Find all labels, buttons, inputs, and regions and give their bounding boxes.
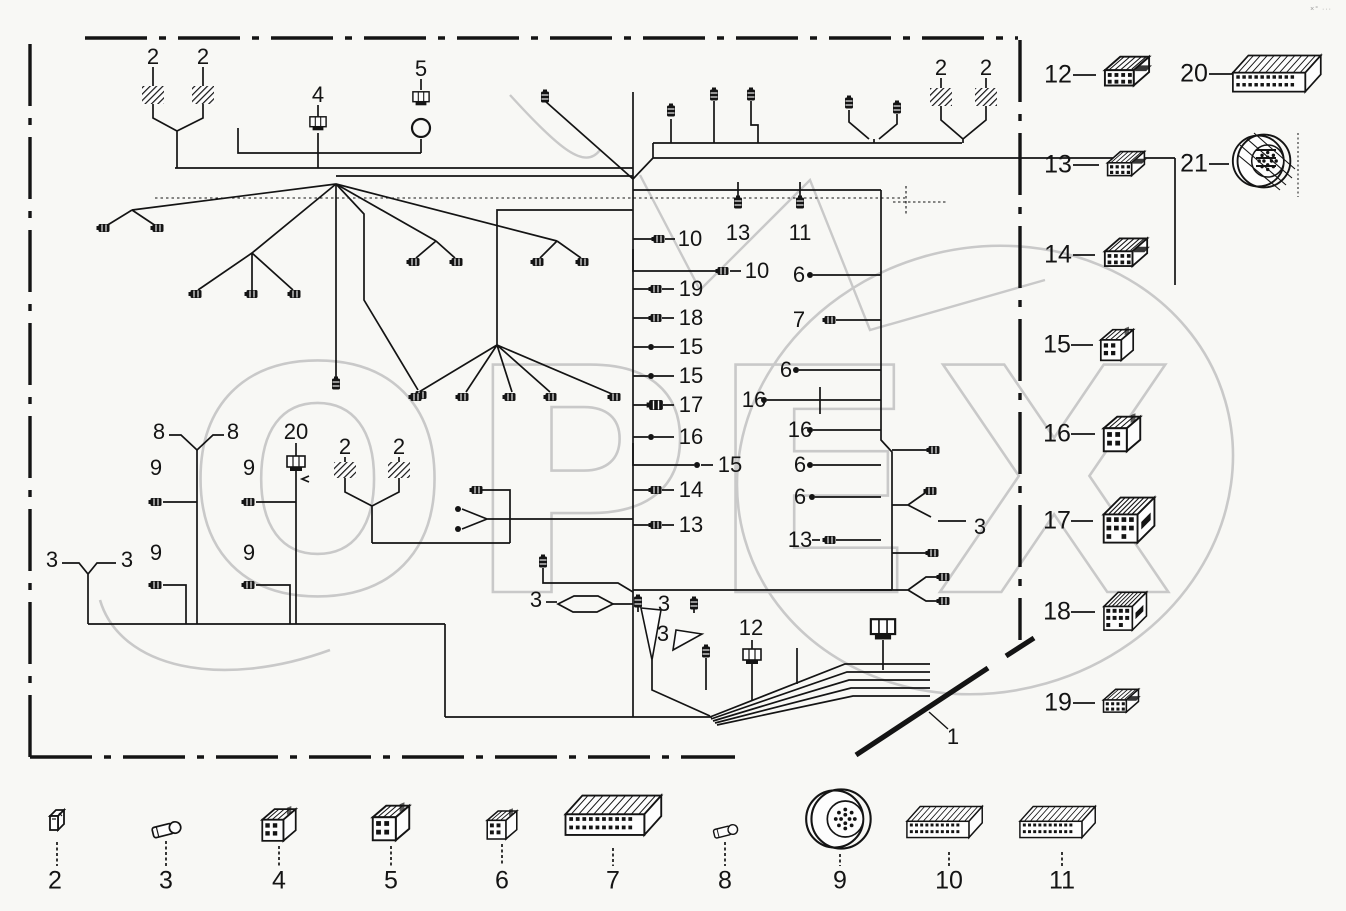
callout-label: 2	[338, 434, 352, 459]
callout-label: 4	[311, 82, 325, 107]
callout-label-harness: 1	[946, 724, 960, 749]
bottom-row-leaders	[56, 841, 1063, 866]
callout-label: 3	[529, 587, 543, 612]
callout-label: 13	[725, 220, 751, 245]
harness-outline-thick	[854, 635, 1036, 758]
part-number-2: 2	[48, 866, 62, 895]
right-column-icons	[1099, 54, 1322, 713]
callout-label: 9	[149, 455, 163, 480]
callout-label: 15	[678, 363, 704, 388]
callout-label: 13	[787, 527, 813, 552]
callout-label: 15	[717, 452, 743, 477]
part-number-20: 20	[1180, 59, 1208, 88]
callout-label: 6	[792, 262, 806, 287]
connector-6-icon	[486, 807, 518, 840]
part-number-6: 6	[495, 866, 509, 895]
part-number-14: 14	[1044, 240, 1072, 269]
part-number-19: 19	[1044, 688, 1072, 717]
watermark-layer: OPEX	[98, 94, 1235, 696]
connector-13-icon	[1106, 150, 1148, 177]
callout-label: 2	[934, 55, 948, 80]
callout-label: 8	[226, 419, 240, 444]
callout-label: 16	[741, 387, 767, 412]
callout-label: 2	[146, 44, 160, 69]
connector-5-icon	[371, 801, 411, 842]
callout-1-leader	[928, 711, 949, 730]
part-number-15: 15	[1043, 330, 1071, 359]
connector-10-icon	[906, 805, 984, 839]
callout-label: 9	[149, 540, 163, 565]
watermark-text: OPEX	[185, 302, 1189, 666]
connector-7-icon	[564, 794, 663, 836]
connector-20-icon	[1231, 54, 1322, 93]
part-number-5: 5	[384, 866, 398, 895]
right-column-leaders	[1071, 73, 1234, 704]
callout-label: 6	[793, 452, 807, 477]
part-number-7: 7	[606, 866, 620, 895]
connector-4-icon	[261, 805, 297, 842]
callout-label: 8	[152, 419, 166, 444]
part-number-16: 16	[1043, 419, 1071, 448]
callout-label: 14	[678, 477, 704, 502]
arrow-3-markers	[639, 607, 705, 661]
part-number-21: 21	[1180, 149, 1208, 178]
callout-label: 12	[738, 615, 764, 640]
callout-label: 2	[979, 55, 993, 80]
connector-21-icon	[1231, 132, 1299, 197]
connector-19-icon	[1102, 688, 1142, 713]
connector-3-icon	[150, 819, 183, 840]
callout-label: 9	[242, 455, 256, 480]
callout-label: 5	[414, 56, 428, 81]
connector-12-icon	[1103, 55, 1153, 87]
part-number-9: 9	[833, 866, 847, 895]
callout-label: 13	[678, 512, 704, 537]
bottom-row-icons	[49, 788, 1097, 850]
wiring	[62, 67, 1176, 726]
callout-label: 3	[120, 547, 134, 572]
callout-label: 17	[678, 392, 704, 417]
callout-label: 16	[678, 424, 704, 449]
callout-label: 3	[656, 621, 670, 646]
connector-11-icon	[1019, 805, 1097, 839]
part-number-18: 18	[1043, 597, 1071, 626]
callout-label: 10	[744, 258, 770, 283]
tape-markers	[142, 86, 997, 478]
callout-label: 18	[678, 305, 704, 330]
callout-label: 10	[677, 226, 703, 251]
callout-label: 20	[283, 419, 309, 444]
part-number-12: 12	[1044, 60, 1072, 89]
part-number-13: 13	[1044, 150, 1072, 179]
callout-label: 2	[392, 434, 406, 459]
part-number-8: 8	[718, 866, 732, 895]
callout-label: 19	[678, 276, 704, 301]
callout-label: 15	[678, 334, 704, 359]
part-number-3: 3	[159, 866, 173, 895]
callout-label: 3	[973, 514, 987, 539]
callout-label: 3	[45, 547, 59, 572]
connector-8-icon	[712, 822, 740, 840]
dashed-boundary	[28, 36, 1036, 759]
callout-label: 3	[657, 591, 671, 616]
callout-label: 11	[788, 220, 812, 245]
callout-label: 16	[787, 417, 813, 442]
part-number-11: 11	[1049, 866, 1075, 895]
callout-label: 6	[793, 484, 807, 509]
part-number-4: 4	[272, 866, 286, 895]
corner-mark: ×° ···	[1310, 6, 1332, 13]
part-number-17: 17	[1043, 506, 1071, 535]
connector-14-icon	[1103, 237, 1151, 267]
callout-label: 2	[196, 44, 210, 69]
callout-label: 9	[242, 540, 256, 565]
callout-label: 6	[779, 357, 793, 382]
callout-label: 7	[792, 307, 806, 332]
connector-2-icon	[49, 809, 65, 831]
connector-9-icon	[805, 788, 872, 850]
part-number-10: 10	[935, 866, 963, 895]
